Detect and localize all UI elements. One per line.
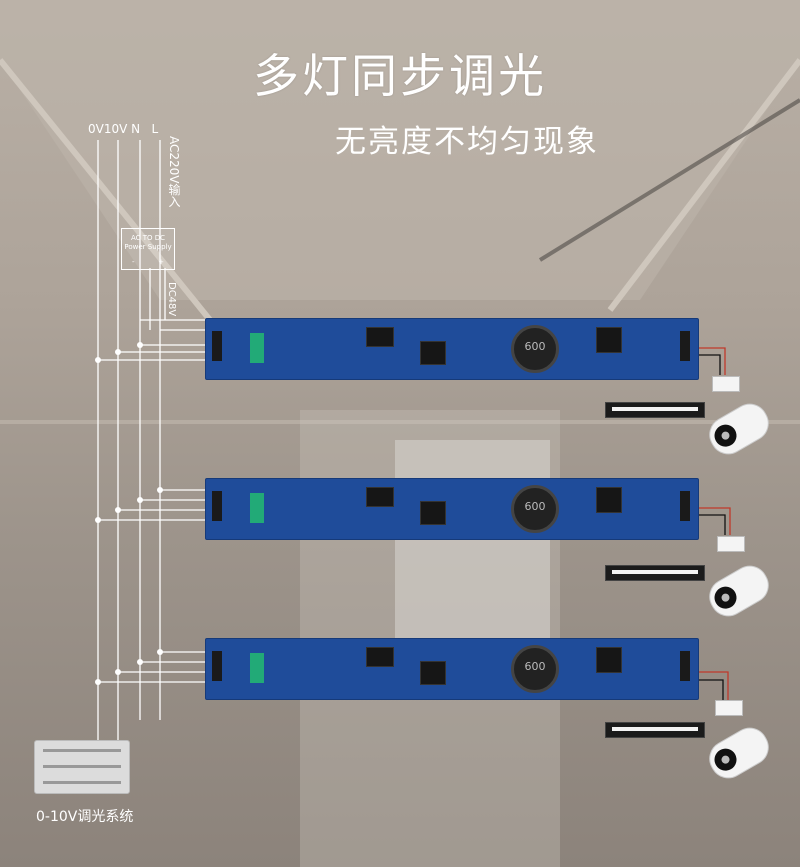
track-rail-1 <box>605 402 705 418</box>
input-terminal <box>212 491 222 521</box>
ic-chip <box>366 647 394 667</box>
ac-input-label: AC220V输入 <box>167 136 181 208</box>
inductor-coil: 600 <box>511 485 559 533</box>
track-rail-3 <box>605 722 705 738</box>
dc-voltage-label: DC48V <box>166 282 177 317</box>
capacitor <box>250 653 264 683</box>
output-terminal <box>680 651 690 681</box>
terminal-label: 0V10V N L <box>88 122 159 136</box>
capacitor <box>250 493 264 523</box>
mosfet <box>596 327 622 353</box>
inductor-label: 600 <box>524 660 546 673</box>
inductor-coil: 600 <box>511 325 559 373</box>
driver-board-2: 600 <box>205 478 699 540</box>
page-subtitle: 无亮度不均匀现象 <box>335 124 599 160</box>
switch-block <box>420 341 446 365</box>
switch-block <box>420 501 446 525</box>
switch-block <box>420 661 446 685</box>
input-terminal <box>212 651 222 681</box>
inductor-label: 600 <box>524 500 546 513</box>
output-terminal <box>680 491 690 521</box>
mosfet <box>596 487 622 513</box>
ic-chip <box>366 327 394 347</box>
dimming-system-label: 0-10V调光系统 <box>36 809 134 825</box>
psu-plus-label: + <box>158 258 164 266</box>
mosfet <box>596 647 622 673</box>
input-terminal <box>212 331 222 361</box>
psu-label-line2: Power Supply <box>124 243 172 251</box>
track-rail-2 <box>605 565 705 581</box>
ic-chip <box>366 487 394 507</box>
driver-board-1: 600 <box>205 318 699 380</box>
lamp-bracket-3 <box>715 700 743 716</box>
inductor-label: 600 <box>524 340 546 353</box>
psu-label-line1: AC TO DC <box>130 234 166 242</box>
capacitor <box>250 333 264 363</box>
lamp-bracket-1 <box>712 376 740 392</box>
lamp-bracket-2 <box>717 536 745 552</box>
page-title: 多灯同步调光 <box>253 49 547 103</box>
power-supply-box: AC TO DC Power Supply - + <box>121 228 175 270</box>
dimming-controller <box>34 740 130 794</box>
psu-minus-label: - <box>132 258 135 266</box>
inductor-coil: 600 <box>511 645 559 693</box>
driver-board-3: 600 <box>205 638 699 700</box>
output-terminal <box>680 331 690 361</box>
